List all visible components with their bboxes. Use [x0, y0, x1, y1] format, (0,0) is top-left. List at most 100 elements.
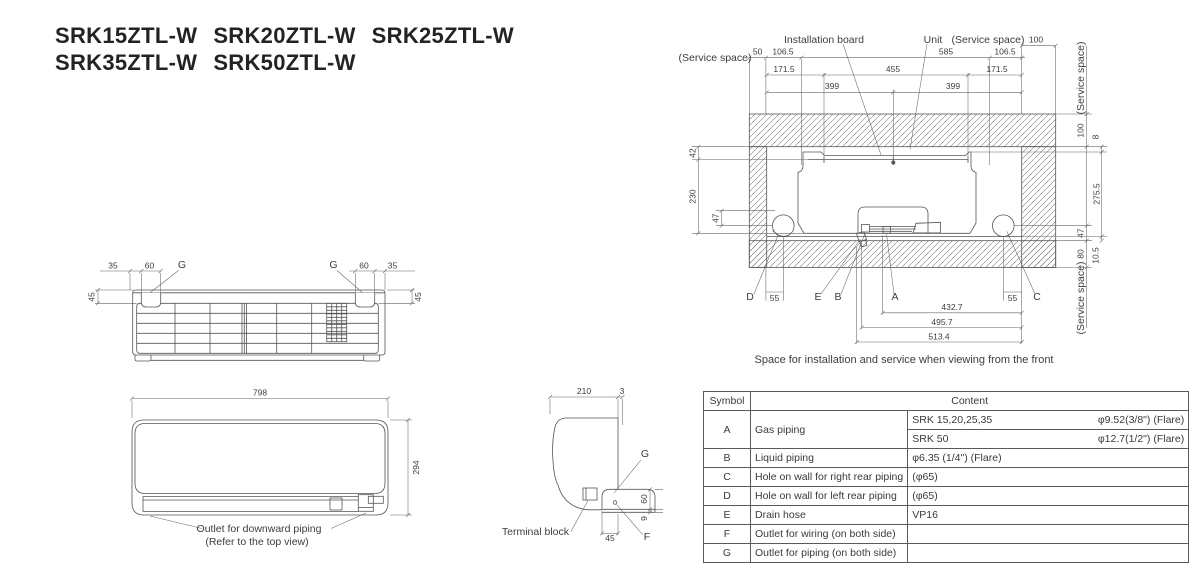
cell-value	[907, 524, 1190, 544]
cell-symbol: G	[703, 543, 751, 563]
model-name: SRK35ZTL-W	[55, 50, 198, 75]
cell-value: φ6.35 (1/4") (Flare)	[907, 448, 1190, 468]
label-service-space-left: (Service space)	[679, 52, 752, 64]
cell-value	[907, 543, 1190, 563]
cell-desc-gas-piping: Gas piping	[749, 410, 909, 449]
model-name: SRK15ZTL-W	[55, 23, 198, 48]
dim-35-left: 35	[108, 261, 118, 271]
table-row-f: F Outlet for wiring (on both side)	[703, 524, 1190, 544]
dim-45: 45	[605, 533, 615, 543]
table-row-d: D Hole on wall for left rear piping (φ65…	[703, 486, 1190, 506]
dim-100-top: 100	[1029, 35, 1043, 45]
label-c: C	[1033, 291, 1041, 303]
dim-60-left: 60	[145, 261, 155, 271]
cell-desc: Hole on wall for left rear piping	[749, 486, 909, 506]
dim-55-left: 55	[770, 293, 780, 303]
dim-399-left: 399	[825, 81, 839, 91]
dim-585: 585	[939, 47, 953, 57]
installation-space-diagram: Installation board Unit (Service space) …	[679, 34, 1107, 366]
label-unit: Unit	[924, 34, 943, 46]
table-header-row: Symbol Content	[703, 391, 1190, 411]
header-symbol: Symbol	[703, 391, 751, 411]
cell-symbol: C	[703, 467, 751, 487]
cell-value-gas-srk50: SRK 50 φ12.7(1/2") (Flare)	[907, 429, 1190, 449]
dim-depth-210: 210	[577, 386, 591, 396]
dim-513-4: 513.4	[928, 332, 950, 342]
table-row-b: B Liquid piping φ6.35 (1/4") (Flare)	[703, 448, 1190, 468]
cell-value: VP16	[907, 505, 1190, 525]
dim-230: 230	[688, 189, 698, 203]
label-outlet-downward: Outlet for downward piping	[197, 523, 322, 535]
dim-495-7: 495.7	[931, 317, 953, 327]
cell-desc: Outlet for wiring (on both side)	[749, 524, 909, 544]
dim-10-5: 10.5	[1091, 247, 1101, 264]
dim-275-5: 275.5	[1092, 183, 1102, 205]
model-name: SRK20ZTL-W	[213, 23, 356, 48]
side-view-diagram: 210 3 G F 60 9 45 Terminal block	[502, 386, 663, 543]
cell-value: (φ65)	[907, 467, 1190, 487]
cell-desc: Hole on wall for right rear piping	[749, 467, 909, 487]
label-g: G	[641, 448, 649, 460]
dim-60-right: 60	[359, 261, 369, 271]
top-view-diagram: 35 60 G G 60 35 45 45	[87, 259, 423, 362]
dim-432-7: 432.7	[941, 302, 963, 312]
dim-455: 455	[886, 64, 900, 74]
dim-47-left: 47	[711, 213, 721, 223]
front-view-diagram: 798 294 Outlet for downward piping (Refe…	[129, 388, 421, 548]
label-installation-board: Installation board	[784, 34, 864, 46]
table-row-a1: A Gas piping SRK 15,20,25,35 φ9.52(3/8")…	[703, 410, 1190, 449]
install-caption: Space for installation and service when …	[755, 354, 1054, 366]
header-content: Content	[749, 391, 1190, 411]
label-service-space-top: (Service space)	[952, 34, 1025, 46]
dim-171-left: 171.5	[773, 64, 795, 74]
dim-80: 80	[1076, 249, 1086, 259]
label-g-left: G	[178, 259, 186, 271]
label-g-right: G	[329, 259, 337, 271]
label-d: D	[746, 291, 754, 303]
cell-symbol: B	[703, 448, 751, 468]
cell-symbol: F	[703, 524, 751, 544]
table-row-e: E Drain hose VP16	[703, 505, 1190, 525]
dim-50: 50	[753, 47, 763, 57]
cell-symbol-a: A	[703, 410, 751, 449]
label-terminal-block: Terminal block	[502, 526, 570, 538]
label-b: B	[834, 291, 841, 303]
label-a: A	[891, 291, 898, 303]
dim-42: 42	[688, 148, 698, 158]
dim-9: 9	[639, 516, 649, 521]
table-row-c: C Hole on wall for right rear piping (φ6…	[703, 467, 1190, 487]
symbol-content-table: Symbol Content A Gas piping SRK 15,20,25…	[703, 391, 1190, 563]
dim-8: 8	[1091, 134, 1101, 139]
dim-399-right: 399	[946, 81, 960, 91]
dim-width-798: 798	[253, 388, 267, 398]
gas-srk-diameter: φ9.52(3/8") (Flare)	[1097, 414, 1185, 426]
dim-gap-3: 3	[620, 386, 625, 396]
model-title-line2: SRK35ZTL-W SRK50ZTL-W	[55, 49, 514, 76]
label-service-space-right: (Service space)	[1075, 42, 1087, 115]
dim-106-left: 106.5	[772, 47, 794, 57]
cell-symbol: E	[703, 505, 751, 525]
gas-srk50-diameter: φ12.7(1/2") (Flare)	[1097, 433, 1185, 445]
cell-desc: Drain hose	[749, 505, 909, 525]
model-name: SRK50ZTL-W	[213, 50, 356, 75]
dim-35-right: 35	[388, 261, 398, 271]
dim-45-left: 45	[87, 292, 97, 302]
cell-value: (φ65)	[907, 486, 1190, 506]
dim-60: 60	[639, 494, 649, 504]
table-row-g: G Outlet for piping (on both side)	[703, 543, 1190, 563]
label-service-space-bottom: (Service space)	[1075, 262, 1087, 335]
cell-desc: Liquid piping	[749, 448, 909, 468]
cell-value-gas-srk15: SRK 15,20,25,35 φ9.52(3/8") (Flare)	[907, 410, 1190, 430]
gas-srk-models: SRK 15,20,25,35	[912, 414, 993, 426]
cell-desc: Outlet for piping (on both side)	[749, 543, 909, 563]
label-f: F	[644, 531, 650, 543]
dim-height-294: 294	[411, 460, 421, 474]
gas-srk50-model: SRK 50	[912, 433, 949, 445]
cell-symbol: D	[703, 486, 751, 506]
label-e: E	[814, 291, 821, 303]
dim-45-right: 45	[413, 292, 423, 302]
dim-106-right: 106.5	[994, 47, 1016, 57]
